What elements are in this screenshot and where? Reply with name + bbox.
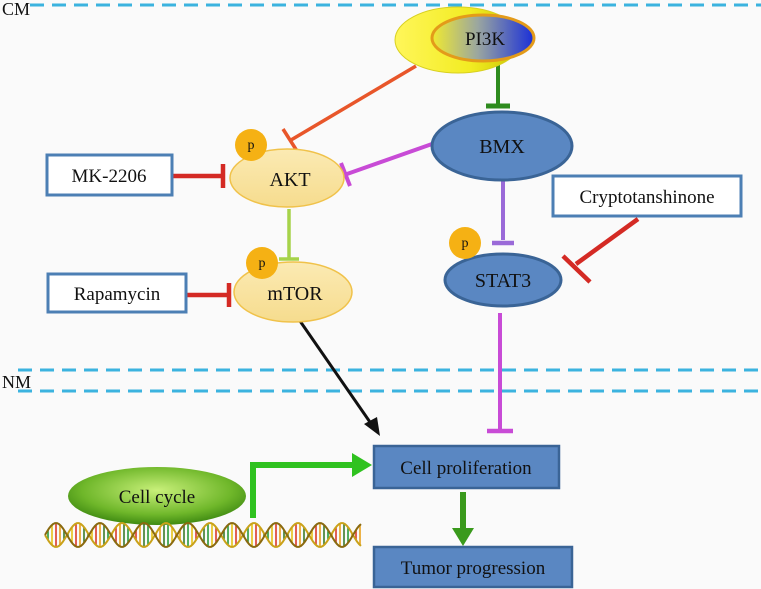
pi3k-node: PI3K [394,6,536,74]
pi3k-akt-edge [281,64,417,152]
stat3-phospho-label: p [462,236,469,251]
cell-proliferation-box: Cell proliferation [372,444,561,490]
cryptotanshinone-box: Cryptotanshinone [551,174,743,218]
pi3k-inner-subunit [430,13,536,63]
stat3-phospho-marker [449,227,481,259]
akt-label: AKT [269,169,310,191]
nuclear-membrane-label: NM [2,372,31,392]
bmx-stat3-edge [492,180,514,246]
cryptotanshinone-label: Cryptotanshinone [579,187,714,208]
bmx-node: BMX [430,110,574,182]
proliferation-tumor-arrow [452,492,474,546]
cell-proliferation-label: Cell proliferation [400,458,532,479]
mk2206-box: MK-2206 [45,153,174,197]
pi3k-label: PI3K [465,29,505,50]
akt-phospho-label: p [248,138,255,153]
mk2206-akt-inhibition [173,164,226,188]
stat3-proliferation-edge [487,313,513,434]
cell-membrane-label: CM [2,0,30,19]
mtor-label: mTOR [267,283,323,305]
bmx-akt-edge [339,142,433,187]
mtor-phospho-label: p [259,256,266,271]
tumor-progression-label: Tumor progression [401,558,546,579]
dna-helix [44,522,362,548]
rapamycin-mtor-inhibition [187,283,232,307]
cell-cycle-label: Cell cycle [119,487,196,508]
tumor-progression-box: Tumor progression [372,545,574,589]
dna-strand [44,522,362,548]
akt-node: AKT p [229,129,345,208]
mk2206-label: MK-2206 [72,166,147,187]
cellcycle-proliferation-arrow [250,453,372,518]
mtor-node: mTOR p [233,247,353,323]
mtor-phospho-marker [246,247,278,279]
bmx-label: BMX [479,136,525,158]
mtor-proliferation-arrow [298,320,380,436]
rapamycin-box: Rapamycin [46,272,188,314]
akt-phospho-marker [235,129,267,161]
cell-cycle-node: Cell cycle [68,467,246,525]
akt-mtor-edge [279,209,299,261]
rapamycin-label: Rapamycin [74,284,161,305]
stat3-node: STAT3 p [443,227,563,308]
cryptotanshinone-stat3-inhibition [561,217,640,284]
dna-strand [44,522,362,548]
stat3-label: STAT3 [475,270,531,292]
